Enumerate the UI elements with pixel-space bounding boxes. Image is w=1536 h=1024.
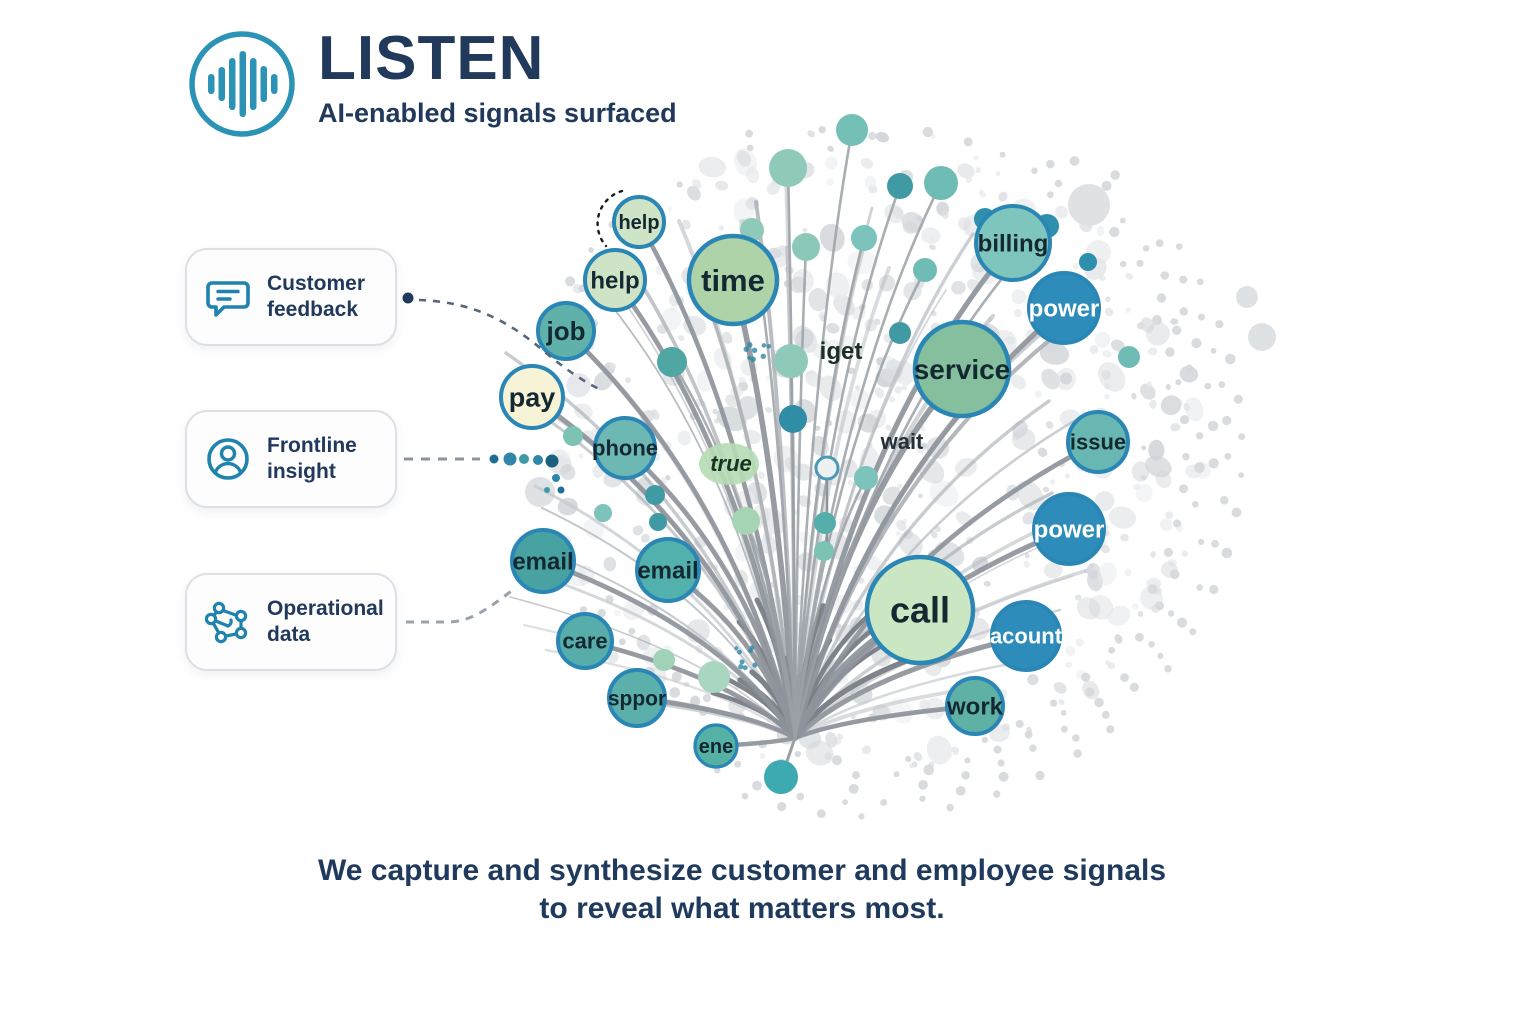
caption: We capture and synthesize customer and e… (0, 852, 1484, 928)
svg-text:job: job (546, 316, 586, 346)
floating-labels: iget wait true (699, 338, 924, 485)
svg-text:help: help (590, 267, 639, 294)
network-graph-icon (205, 601, 248, 644)
floating-label-iget: iget (820, 338, 863, 365)
bubble-email[interactable]: email (635, 537, 701, 603)
bubble-help[interactable]: help (612, 195, 666, 249)
audio-waveform-icon (189, 31, 295, 137)
bubble-email[interactable]: email (510, 528, 576, 594)
svg-text:billing: billing (978, 230, 1049, 257)
svg-text:pay: pay (509, 382, 556, 412)
card-operational-data[interactable]: Operational data (185, 573, 397, 671)
bubble-acount[interactable]: acount (990, 600, 1063, 672)
svg-text:phone: phone (592, 436, 658, 461)
card-label: Operational data (267, 597, 384, 646)
bubble-time[interactable]: time (686, 233, 780, 327)
labeled-bubbles: helphelpjobpaytimebillingpowerserviceiss… (499, 195, 1130, 769)
customer-feedback-connector (418, 298, 600, 391)
svg-text:call: call (890, 590, 950, 631)
bubble-phone[interactable]: phone (592, 416, 658, 480)
bubble-job[interactable]: job (536, 301, 596, 361)
perimeter-dots (525, 122, 1276, 820)
bubble-power[interactable]: power (1032, 492, 1106, 566)
svg-text:help: help (618, 212, 659, 234)
chat-bubble-icon (206, 281, 250, 317)
dotted-arc-decoration (596, 189, 624, 248)
connector-trails (402, 189, 624, 624)
bubble-help[interactable]: help (583, 248, 647, 312)
card-frontline-insight[interactable]: Frontline insight (185, 410, 397, 508)
bubble-care[interactable]: care (556, 612, 614, 670)
floating-label-true: true (710, 451, 752, 476)
floating-label-wait: wait (880, 429, 924, 454)
page-subtitle: AI-enabled signals surfaced (318, 98, 677, 128)
page-title: LISTEN (318, 24, 545, 93)
dot-clusters (734, 342, 772, 671)
card-label: Frontline insight (267, 434, 357, 483)
bubble-issue[interactable]: issue (1066, 410, 1130, 474)
svg-text:power: power (1029, 295, 1100, 322)
customer-feedback-connector-dot (402, 292, 414, 304)
svg-text:acount: acount (990, 624, 1063, 649)
svg-text:power: power (1034, 516, 1105, 543)
svg-text:care: care (562, 629, 607, 654)
svg-text:service: service (914, 354, 1011, 385)
svg-text:work: work (946, 693, 1004, 720)
bubble-ene[interactable]: ene (693, 723, 739, 769)
caption-line-2: to reveal what matters most. (539, 892, 945, 926)
bubble-sppor[interactable]: sppor (607, 668, 667, 728)
card-label: Customer feedback (267, 272, 366, 321)
bubble-power[interactable]: power (1027, 271, 1101, 345)
svg-text:email: email (512, 548, 573, 575)
header: LISTEN AI-enabled signals surfaced (186, 28, 677, 140)
accent-circles (563, 114, 1140, 794)
svg-text:email: email (637, 557, 698, 584)
bubble-call[interactable]: call (864, 554, 976, 666)
svg-text:time: time (701, 263, 765, 298)
caption-line-1: We capture and synthesize customer and e… (317, 854, 1167, 887)
bubble-service[interactable]: service (912, 319, 1012, 419)
svg-text:issue: issue (1070, 430, 1126, 455)
svg-text:ene: ene (699, 736, 733, 758)
card-customer-feedback[interactable]: Customer feedback (185, 248, 397, 346)
svg-text:sppor: sppor (608, 687, 666, 710)
operational-data-connector (406, 587, 515, 624)
person-icon (207, 438, 249, 480)
bubble-work[interactable]: work (945, 676, 1005, 736)
bubble-billing[interactable]: billing (974, 204, 1052, 282)
bubble-pay[interactable]: pay (499, 364, 565, 430)
